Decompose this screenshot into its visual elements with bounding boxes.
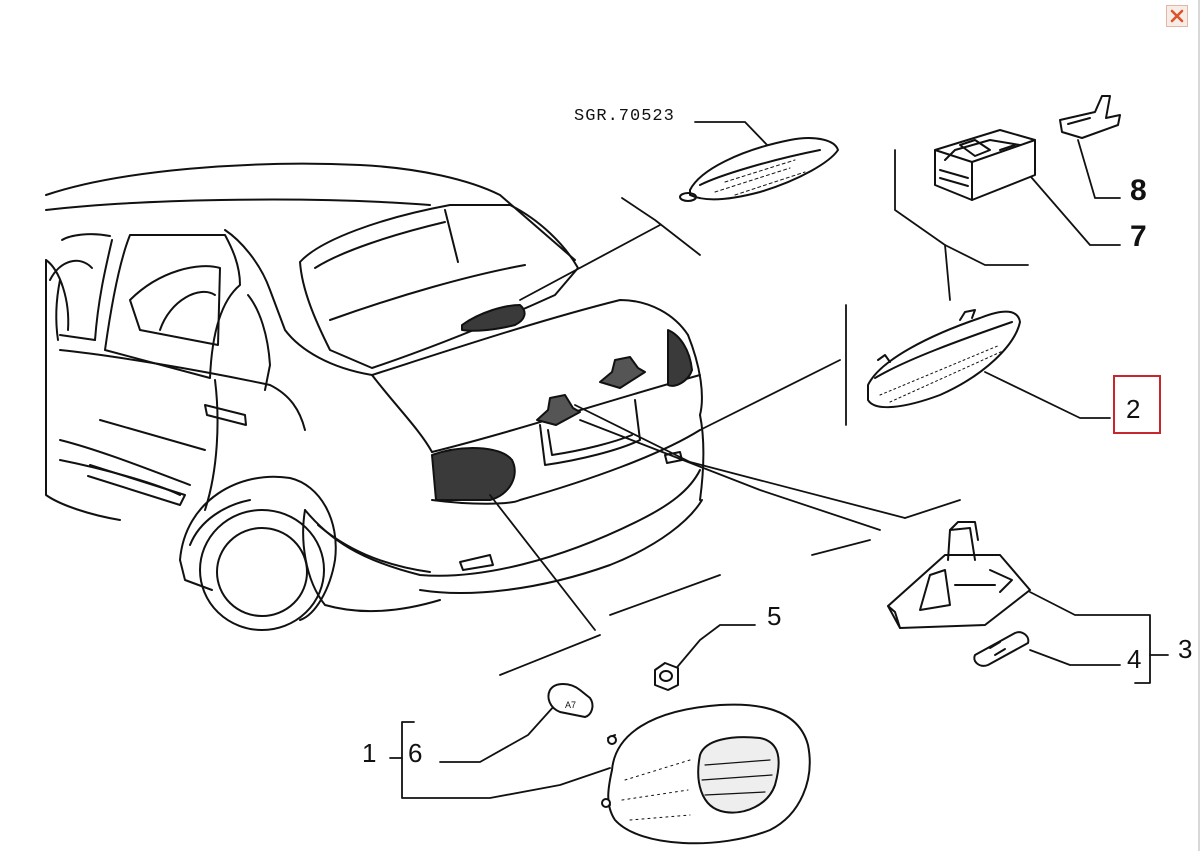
callout-5: 5 bbox=[767, 601, 781, 631]
part-2-side-lamp bbox=[867, 309, 1021, 409]
part-5-socket bbox=[654, 662, 679, 691]
close-icon bbox=[1167, 6, 1187, 26]
part-7-connector bbox=[934, 129, 1036, 201]
part-8-terminal bbox=[1059, 95, 1121, 139]
callout-2-highlight bbox=[1113, 375, 1161, 434]
part-3-plate-lamp bbox=[887, 521, 1031, 629]
callout-8: 8 bbox=[1130, 174, 1147, 207]
callout-3: 3 bbox=[1178, 634, 1192, 664]
part-1-tail-lamp bbox=[601, 703, 811, 845]
close-button[interactable] bbox=[1166, 5, 1188, 27]
car-illustration bbox=[45, 162, 705, 631]
callout-labels: SGR.70523 8 7 2 4 3 5 1 6 bbox=[362, 107, 1192, 768]
callout-1: 1 bbox=[362, 738, 376, 768]
part-4-bulb bbox=[973, 631, 1030, 667]
third-brake-light-part bbox=[679, 137, 839, 202]
svg-text:A7: A7 bbox=[565, 700, 576, 710]
callout-4: 4 bbox=[1127, 644, 1141, 674]
part-6-bulb: A7 bbox=[547, 683, 594, 718]
callout-7: 7 bbox=[1130, 220, 1147, 253]
callout-2: 2 bbox=[1126, 394, 1140, 424]
leader-lines bbox=[389, 121, 1169, 799]
reference-code-label: SGR.70523 bbox=[574, 107, 675, 126]
viewer-edge bbox=[1198, 0, 1200, 851]
callout-6: 6 bbox=[408, 738, 422, 768]
